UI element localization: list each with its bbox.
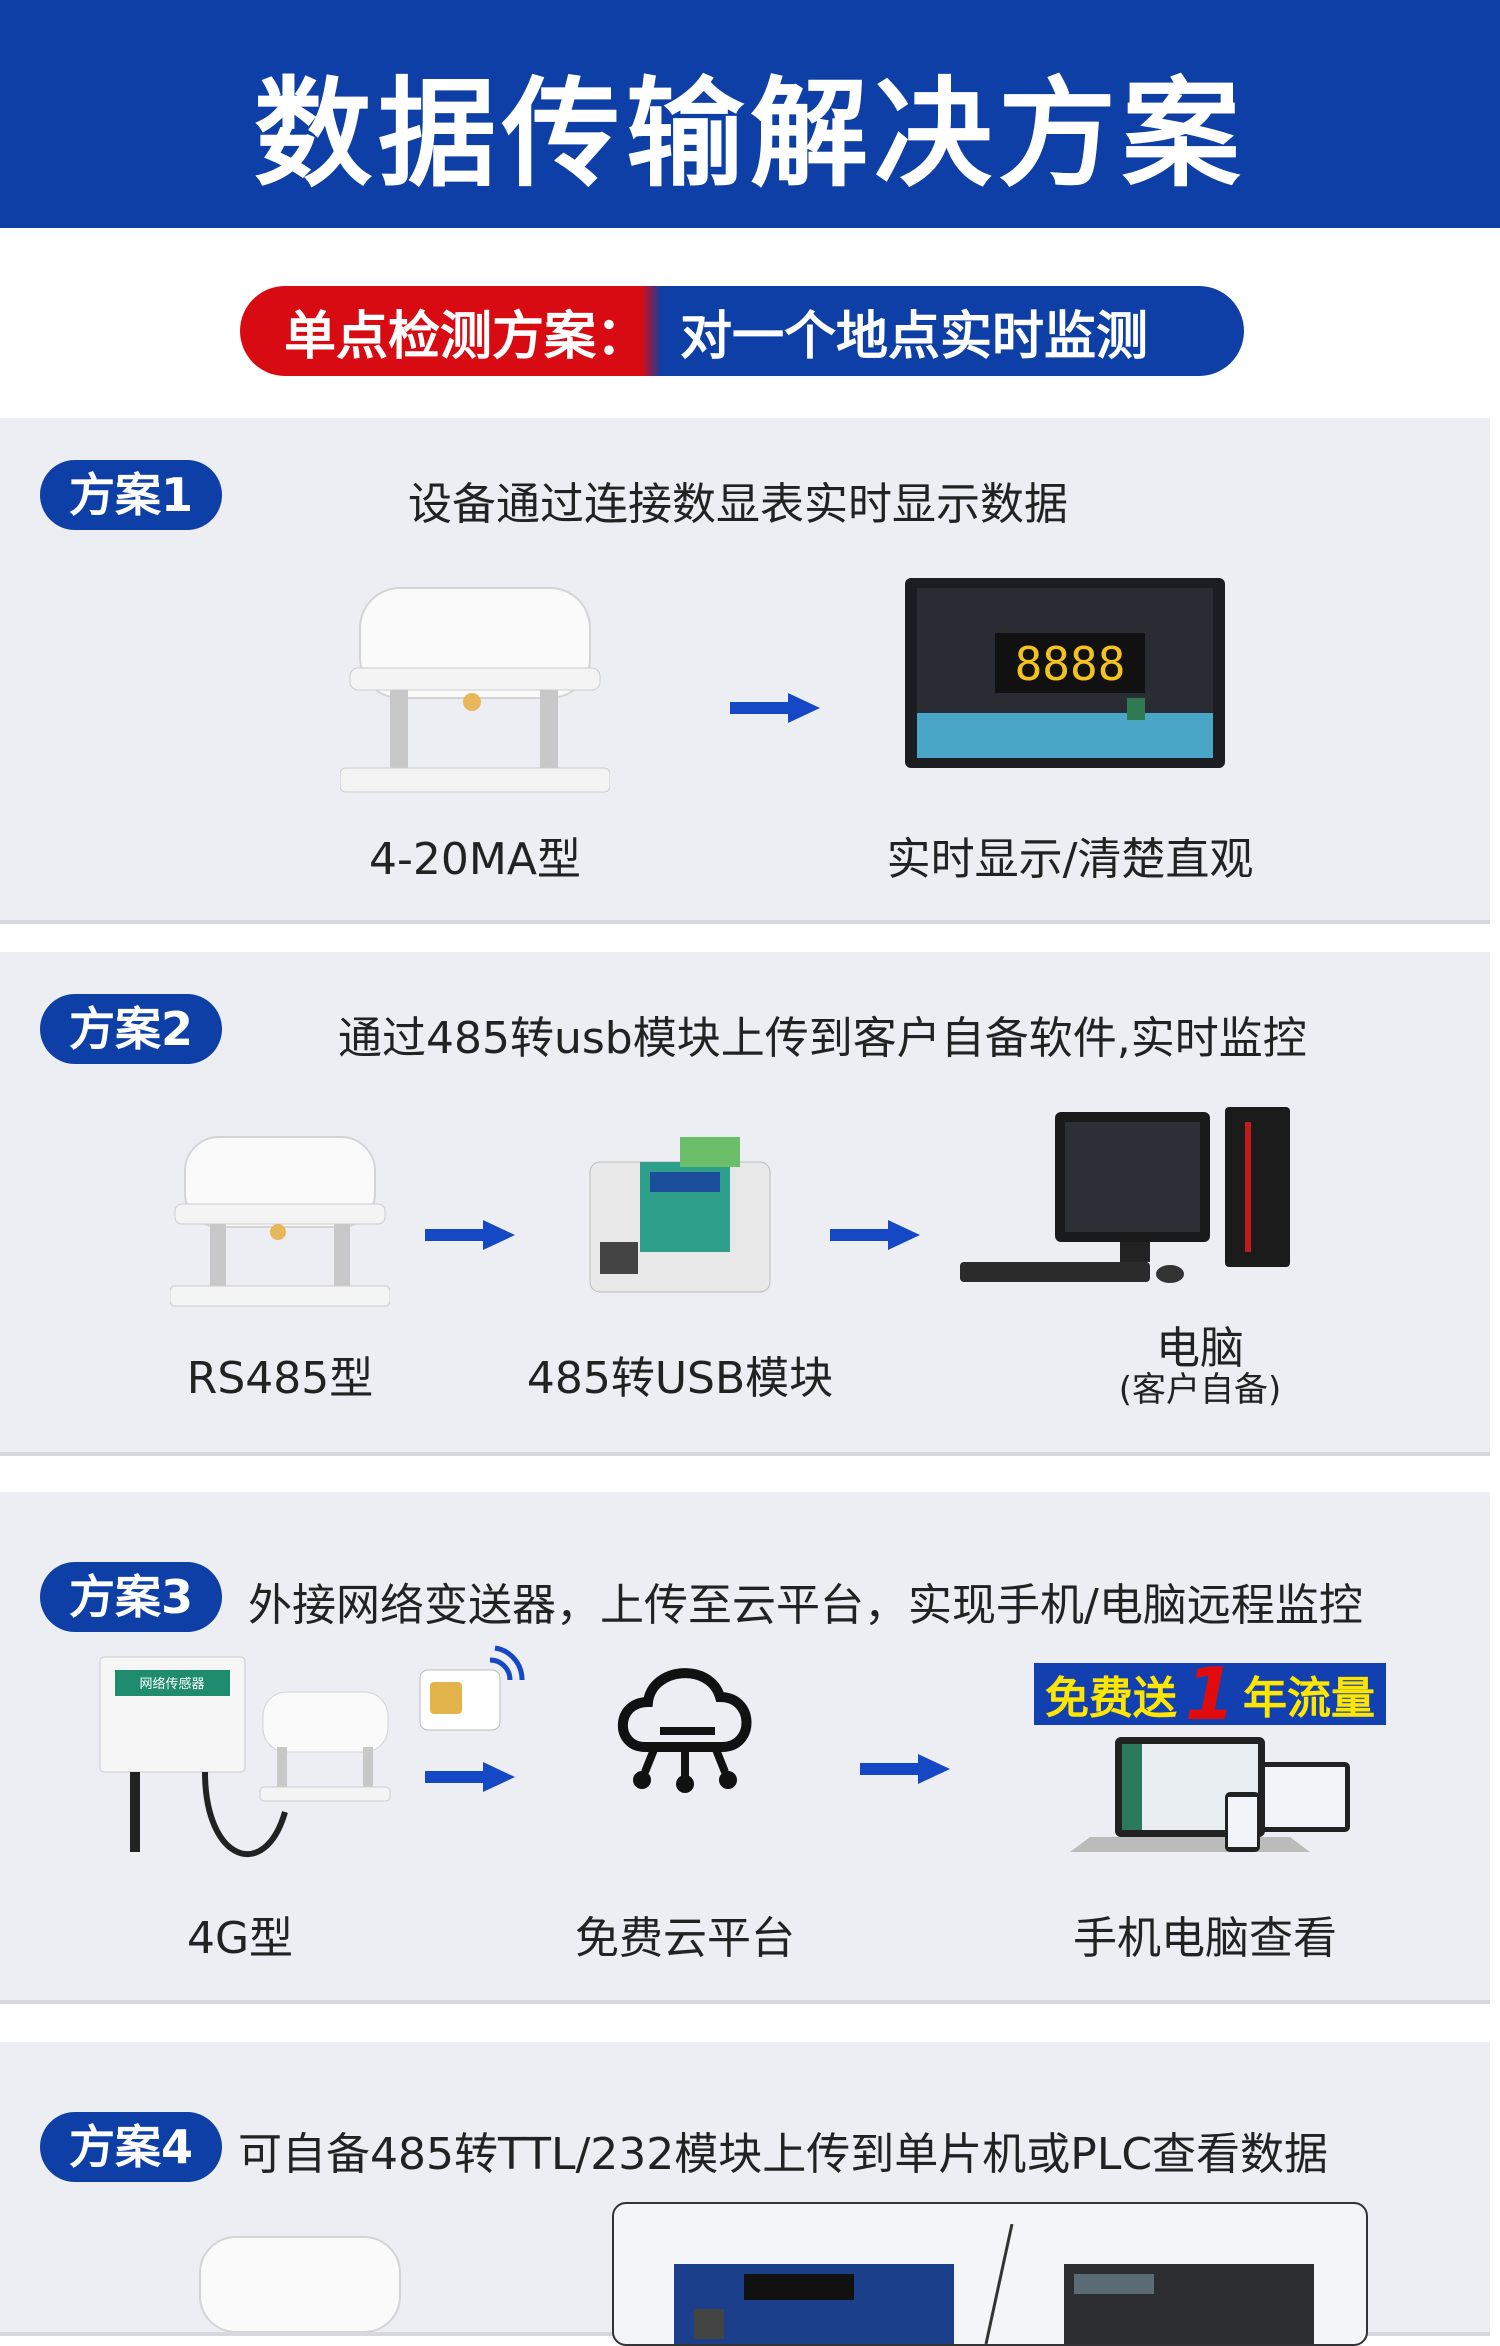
sensor-4-20ma-image xyxy=(340,587,610,793)
plan-2-description: 通过485转usb模块上传到客户自备软件,实时监控 xyxy=(338,1013,1307,1064)
transmitter-label: 网络传感器 xyxy=(139,1676,204,1692)
usb-module-image xyxy=(589,1137,771,1293)
banner-left-label: 单点检测方案： xyxy=(284,306,649,367)
scheme-banner: 单点检测方案： 对一个地点实时监测 xyxy=(240,286,1244,376)
promo-pre: 免费送 xyxy=(1044,1673,1177,1724)
plan-3-badge: 方案3 xyxy=(40,1562,222,1632)
sensor-rs485-image xyxy=(170,1136,390,1307)
plan-3-description: 外接网络变送器，上传至云平台，实现手机/电脑远程监控 xyxy=(248,1580,1363,1631)
plan-3-sensor-caption: 4G型 xyxy=(186,1913,294,1964)
mcu-board-image xyxy=(674,2264,954,2344)
promo-number: 1 xyxy=(1184,1652,1236,1736)
cloud-platform-icon xyxy=(617,1668,752,1793)
plan-1-description: 设备通过连接数显表实时显示数据 xyxy=(408,479,1068,530)
plan-2-module-caption: 485转USB模块 xyxy=(526,1353,834,1404)
arrow-right-icon xyxy=(425,1220,515,1250)
plan-2-computer-subcaption: (客户自备) xyxy=(1118,1370,1282,1410)
plan-1-panel: 方案1 设备通过连接数显表实时显示数据 4-20MA型 8888 实时显示/清楚… xyxy=(0,418,1490,920)
mcu-plc-box xyxy=(612,2202,1368,2346)
plan-4-description: 可自备485转TTL/232模块上传到单片机或PLC查看数据 xyxy=(238,2129,1329,2180)
plan-4-panel: 方案4 可自备485转TTL/232模块上传到单片机或PLC查看数据 xyxy=(0,2042,1490,2346)
desktop-computer-image xyxy=(960,1107,1290,1283)
plan-2-computer-caption: 电脑 xyxy=(1156,1323,1244,1374)
plan-2-panel: 方案2 通过485转usb模块上传到客户自备软件,实时监控 RS485型 485… xyxy=(0,952,1490,1452)
phone-laptop-image xyxy=(1070,1737,1350,1852)
plan-4-badge: 方案4 xyxy=(40,2112,222,2182)
plc-image xyxy=(1064,2264,1314,2344)
promo-post: 年流量 xyxy=(1243,1673,1376,1724)
digital-display-meter-image: 8888 xyxy=(905,578,1225,768)
banner-right-label: 对一个地点实时监测 xyxy=(680,306,1149,367)
free-traffic-promo: 免费送 1 年流量 xyxy=(1034,1652,1386,1736)
page-title: 数据传输解决方案 xyxy=(253,65,1246,203)
plan-3-view-caption: 手机电脑查看 xyxy=(1073,1913,1337,1964)
plan-1-display-caption: 实时显示/清楚直观 xyxy=(886,834,1254,885)
plan-3-cloud-caption: 免费云平台 xyxy=(575,1913,795,1964)
plan-3-panel: 方案3 外接网络变送器，上传至云平台，实现手机/电脑远程监控 网络传感器 4G型… xyxy=(0,1492,1490,2000)
sensor-image xyxy=(199,2236,401,2332)
plan-1-sensor-caption: 4-20MA型 xyxy=(369,834,581,885)
meter-digits: 8888 xyxy=(1015,637,1126,691)
plan-1-badge: 方案1 xyxy=(40,460,222,530)
4g-transmitter-image: 网络传感器 xyxy=(99,1656,391,1857)
plan-2-sensor-caption: RS485型 xyxy=(186,1353,374,1404)
arrow-right-icon xyxy=(830,1220,920,1250)
divider-slash xyxy=(984,2224,1014,2344)
sim-4g-icon xyxy=(419,1645,525,1731)
arrow-right-icon xyxy=(425,1762,515,1792)
plan-2-badge: 方案2 xyxy=(40,994,222,1064)
arrow-right-icon xyxy=(730,693,820,723)
page-header: 数据传输解决方案 xyxy=(0,0,1500,228)
arrow-right-icon xyxy=(860,1754,950,1784)
